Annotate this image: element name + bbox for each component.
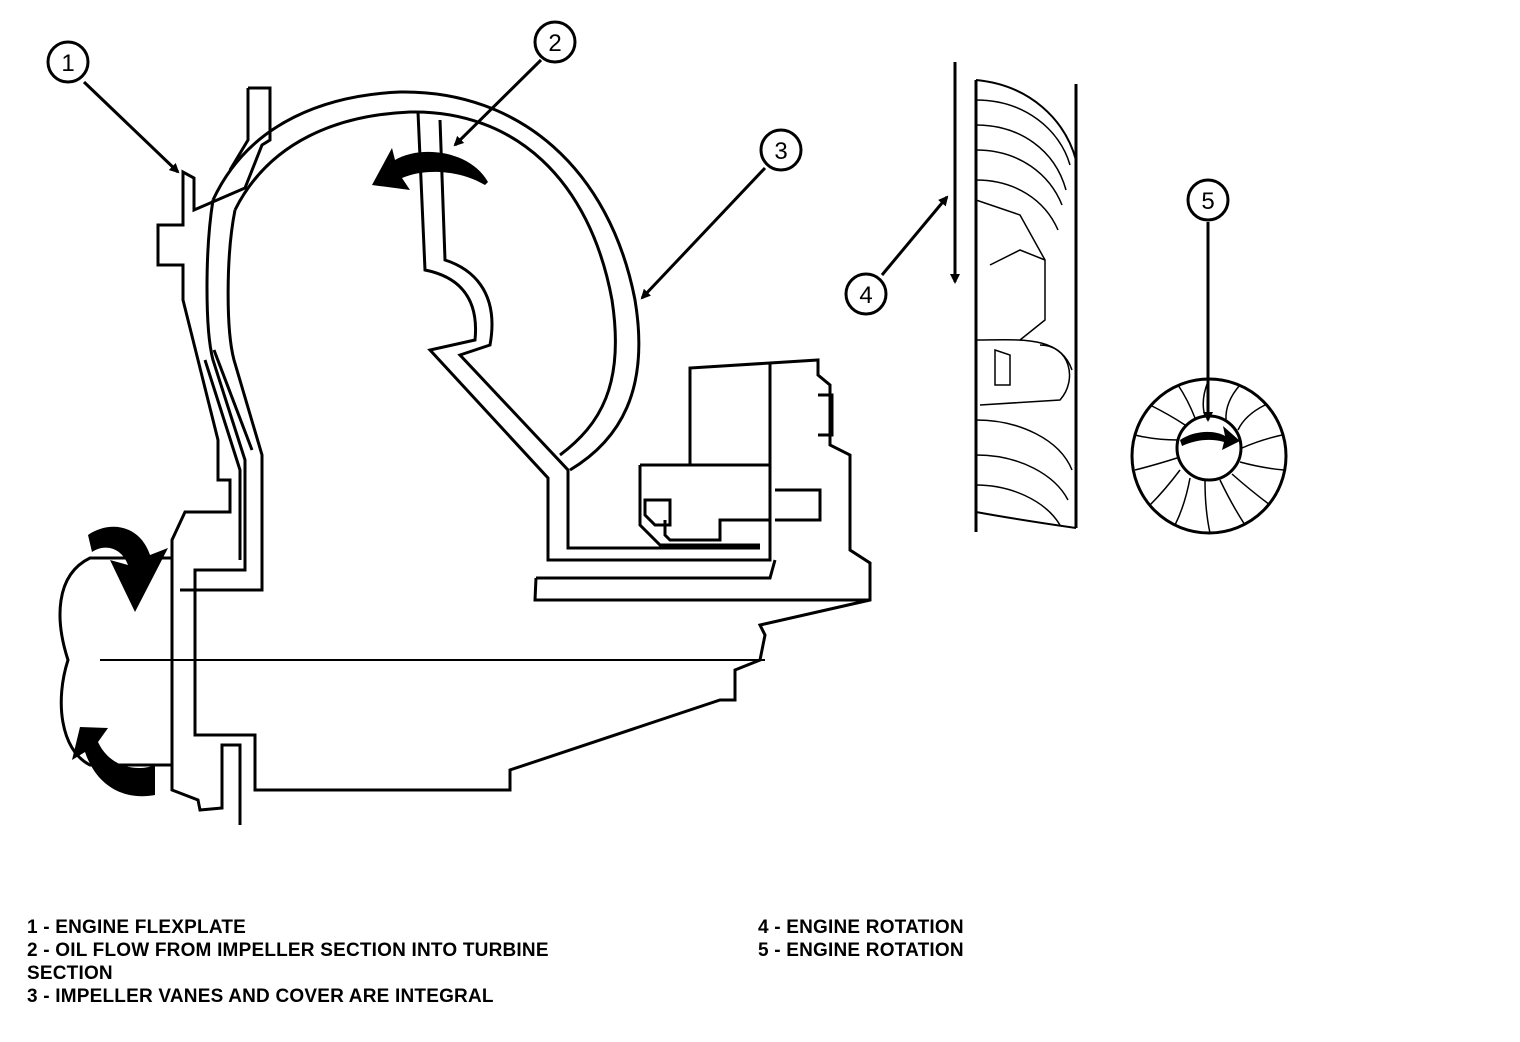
leader-arrow-4 [880,195,949,276]
oil-flow-arrow-icon [372,148,488,190]
callout-5: 5 [1201,188,1214,215]
legend-item-2-line-1: 2 - OIL FLOW FROM IMPELLER SECTION INTO … [27,940,549,961]
leader-arrow-1 [82,80,180,174]
legend-item-5: 5 - ENGINE ROTATION [758,940,964,961]
legend-item-3: 3 - IMPELLER VANES AND COVER ARE INTEGRA… [27,986,494,1007]
turbine [416,111,870,602]
shaft-rotation-arrow-top-icon [88,526,168,612]
impeller-cover [180,90,872,792]
legend-item-1: 1 - ENGINE FLEXPLATE [27,917,247,938]
shaft-rotation-arrow-bottom-icon [72,727,155,797]
legend-item-4: 4 - ENGINE ROTATION [758,917,964,938]
callout-4: 4 [859,282,872,309]
callout-circle-5 [1186,178,1230,222]
front-view-rotation-arrow-icon [1180,426,1240,450]
callout-circle-3 [759,128,803,172]
converter-side-view [950,62,1078,532]
flexplate-outline [156,86,272,825]
legend-left: 1 - ENGINE FLEXPLATE 2 - OIL FLOW FROM I… [27,916,667,1008]
legend-item-2-line-2: SECTION [27,963,113,984]
callout-3: 3 [774,138,787,165]
leader-arrow-2 [453,58,543,147]
leader-arrow-3 [640,166,767,300]
callout-circle-2 [533,20,577,64]
callout-2: 2 [548,30,561,57]
callout-circle-1 [46,40,90,84]
legend-right: 4 - ENGINE ROTATION 5 - ENGINE ROTATION [758,916,1158,962]
shaft [58,556,765,767]
callout-circle-4 [844,272,888,316]
converter-front-view [1130,377,1288,535]
callout-1: 1 [61,50,74,77]
